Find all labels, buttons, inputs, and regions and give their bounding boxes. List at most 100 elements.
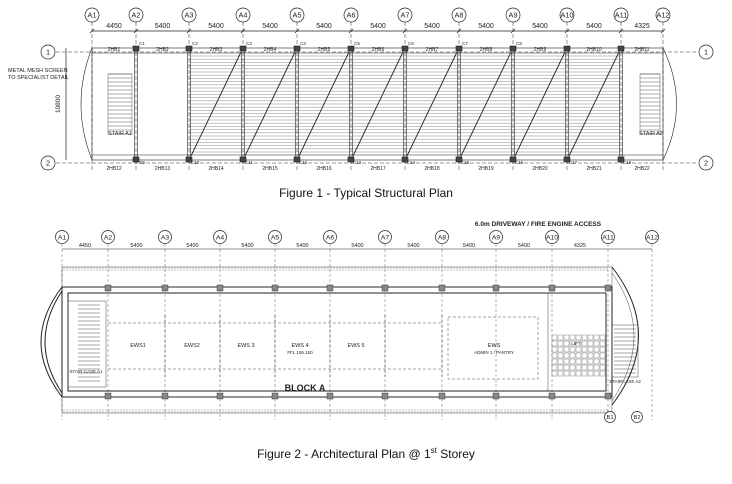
dimension-5: 5400 — [316, 23, 332, 30]
grid-bubble-A10-label: A10 — [560, 11, 573, 20]
driveway-label: 6.0m DRIVEWAY / FIRE ENGINE ACCESS — [475, 221, 602, 228]
admin-room — [447, 316, 539, 380]
toilet-tile — [599, 346, 606, 353]
toilet-tile — [593, 352, 600, 359]
plan-grid-bubble-A4-label: A4 — [216, 234, 225, 241]
toilet-tile — [587, 352, 594, 359]
left-note-1: METAL MESH SCREEN — [8, 68, 68, 74]
column-label-C9: C9 — [139, 160, 145, 165]
plan-column-bottom-10 — [604, 392, 612, 400]
grid-bubble-A8-label: A8 — [455, 11, 464, 20]
marker-bubble-b1-label: B1 — [606, 415, 613, 421]
column-top-8 — [563, 45, 571, 52]
plan-column-bottom-1 — [104, 392, 112, 400]
slab-outline — [91, 47, 664, 161]
plan-grid-bubble-A2-label: A2 — [104, 234, 113, 241]
grid-bubble-A6 — [343, 7, 359, 23]
toilet-tile — [557, 346, 564, 353]
bay-diagonal-2 — [190, 51, 242, 157]
toilet-tile — [587, 346, 594, 353]
plan-grid-bubble-A6-label: A6 — [326, 234, 335, 241]
right-edge-curve — [662, 47, 677, 161]
figure-2-caption-text: Figure 2 - Architectural Plan @ 1 — [257, 447, 431, 461]
bottom-beam-label-2: 2HB13 — [155, 166, 171, 172]
plan-dimension-10: 4325 — [574, 243, 586, 249]
bottom-beam-label-8: 2HB19 — [478, 166, 494, 172]
plan-dimension-8: 5400 — [463, 243, 475, 249]
toilet-tile — [593, 358, 600, 365]
marker-bubble-b2 — [631, 411, 643, 423]
plan-column-top-4 — [271, 284, 279, 292]
toilet-tile — [581, 370, 588, 377]
plan-column-bottom-2 — [161, 392, 169, 400]
grid-bubble-A10 — [559, 7, 575, 23]
toilet-tile — [575, 340, 582, 347]
grid-bubble-row-2 — [40, 155, 56, 171]
room-label-1: EWS1 — [130, 343, 146, 349]
column-bottom-5 — [401, 156, 409, 163]
column-top-5 — [401, 45, 409, 52]
grid-bubble-A6-label: A6 — [347, 11, 356, 20]
grid-bubble-A4 — [235, 7, 251, 23]
toilet-tile — [581, 352, 588, 359]
column-label-C16: C16 — [515, 160, 524, 165]
toilet-tile — [569, 370, 576, 377]
grid-bubble-row-1-right-label: 1 — [704, 48, 708, 57]
height-dimension: 10800 — [55, 95, 62, 113]
toilet-tile — [599, 370, 606, 377]
top-beam-label-3: 2HB3 — [210, 47, 223, 53]
grid-bubble-row-1-right — [698, 44, 714, 60]
plan-column-top-8 — [492, 284, 500, 292]
column-label-C12: C12 — [299, 160, 308, 165]
toilet-tile — [563, 334, 570, 341]
toilet-tile — [587, 370, 594, 377]
right-curved-wall-inner — [611, 272, 635, 402]
top-beam-label-8: 2HB8 — [480, 47, 493, 53]
plan-column-top-2 — [161, 284, 169, 292]
grid-bubble-A4-label: A4 — [239, 11, 248, 20]
column-label-C4: C4 — [300, 41, 306, 46]
plan-grid-bubble-A7 — [378, 230, 392, 244]
toilet-tile — [563, 358, 570, 365]
bay-diagonal-9 — [568, 51, 620, 157]
plan-column-top-10 — [604, 284, 612, 292]
toilet-tile — [599, 340, 606, 347]
toilet-tile — [593, 334, 600, 341]
figure-2-caption: Figure 2 - Architectural Plan @ 1st Stor… — [0, 446, 732, 461]
toilet-tile — [563, 340, 570, 347]
grid-bubble-A12 — [655, 7, 671, 23]
bay-diagonal-8 — [514, 51, 566, 157]
toilet-tile — [581, 334, 588, 341]
plan-column-top-3 — [216, 284, 224, 292]
plan-grid-bubble-A10 — [545, 230, 559, 244]
bottom-beam-label-5: 2HB16 — [316, 166, 332, 172]
grid-bubble-A11 — [613, 7, 629, 23]
toilet-tile — [569, 358, 576, 365]
dimension-2: 5400 — [155, 23, 171, 30]
room-sublabel-6: ADMIN 1 / PANTRY — [474, 350, 514, 355]
stair-a1-label: STAIR A1 — [108, 131, 132, 137]
toilet-tile — [581, 364, 588, 371]
toilet-tile — [575, 358, 582, 365]
plan-grid-bubble-A9 — [489, 230, 503, 244]
grid-bubble-A11-label: A11 — [615, 11, 628, 20]
top-beam-label-4: 2HB4 — [264, 47, 277, 53]
plan-column-bottom-5 — [326, 392, 334, 400]
plan-column-bottom-7 — [438, 392, 446, 400]
column-top-9 — [617, 45, 625, 52]
toilet-tile — [557, 340, 564, 347]
plan-column-top-6 — [381, 284, 389, 292]
dimension-4: 5400 — [262, 23, 278, 30]
plan-dimension-4: 5400 — [241, 243, 253, 249]
marker-bubble-b2-label: B2 — [633, 415, 640, 421]
plan-dimension-7: 5400 — [407, 243, 419, 249]
bay-diagonal-5 — [352, 51, 404, 157]
grid-bubble-A1 — [84, 7, 100, 23]
column-bottom-2 — [239, 156, 247, 163]
grid-bubble-A2-label: A2 — [132, 11, 141, 20]
building-inner-wall — [67, 292, 607, 392]
staircase-a2-label: STAIRCASE A2 — [609, 379, 641, 384]
toilet-tile — [587, 364, 594, 371]
